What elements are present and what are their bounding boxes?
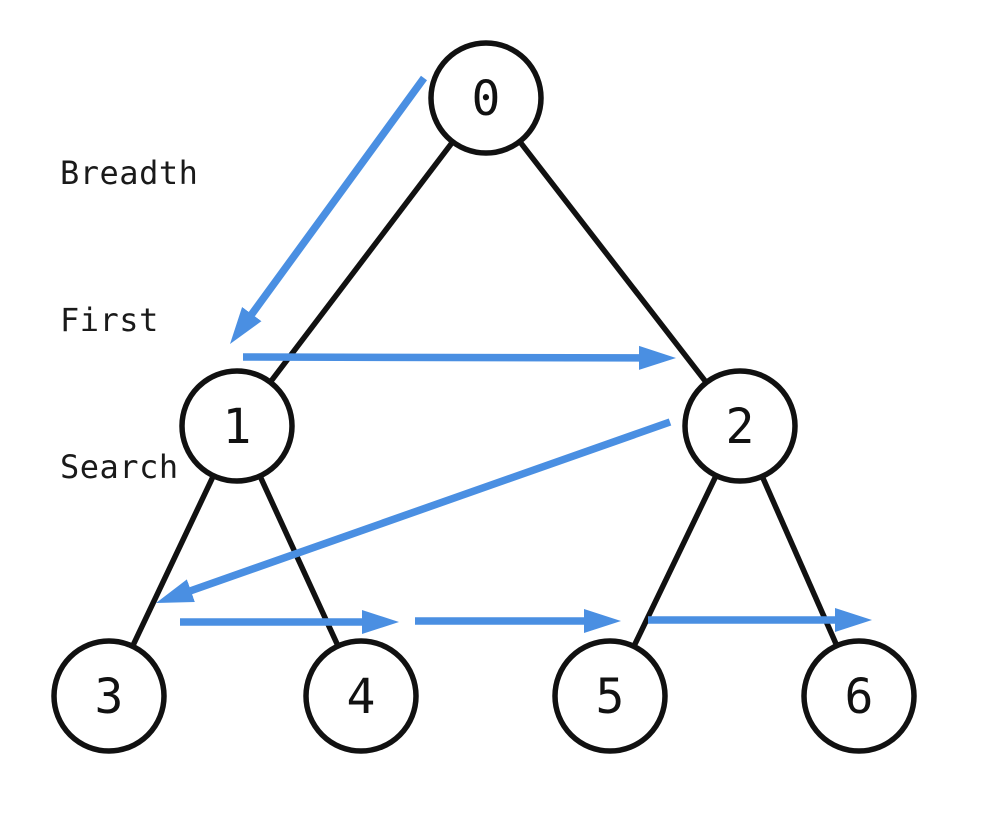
traversal-arrow-2-to-3	[155, 418, 672, 603]
node-label-6: 6	[845, 669, 874, 725]
tree-node-3: 3	[51, 638, 167, 754]
node-circle-3	[51, 638, 167, 754]
traversal-arrow-0-to-1	[230, 75, 428, 344]
node-circle-6	[801, 638, 917, 754]
node-label-2: 2	[726, 399, 755, 455]
tree-node-2: 2	[682, 368, 798, 484]
tree-node-1: 1	[179, 368, 295, 484]
node-circle-0	[428, 40, 544, 156]
node-circle-4	[303, 638, 419, 754]
tree-node-5: 5	[552, 638, 668, 754]
node-label-1: 1	[223, 399, 252, 455]
node-circle-1	[179, 368, 295, 484]
node-circle-5	[552, 638, 668, 754]
bfs-traversal-arrows	[155, 75, 872, 634]
title-line-3: Search	[60, 448, 179, 486]
tree-node-6: 6	[801, 638, 917, 754]
node-label-0: 0	[472, 71, 501, 127]
title-line-1: Breadth	[60, 154, 199, 192]
tree-edge-0-1	[234, 96, 489, 428]
tree-node-4: 4	[303, 638, 419, 754]
tree-node-0: 0	[428, 40, 544, 156]
node-label-3: 3	[95, 669, 124, 725]
diagram-title: Breadth First Search	[60, 51, 198, 590]
traversal-arrow-1-to-2	[242, 345, 677, 370]
title-line-2: First	[60, 301, 159, 339]
node-label-5: 5	[596, 669, 625, 725]
tree-nodes: 0 1 2 3 4 5 6	[51, 40, 917, 754]
node-circle-2	[682, 368, 798, 484]
node-label-4: 4	[347, 669, 376, 725]
tree-edge-0-2	[483, 96, 743, 428]
